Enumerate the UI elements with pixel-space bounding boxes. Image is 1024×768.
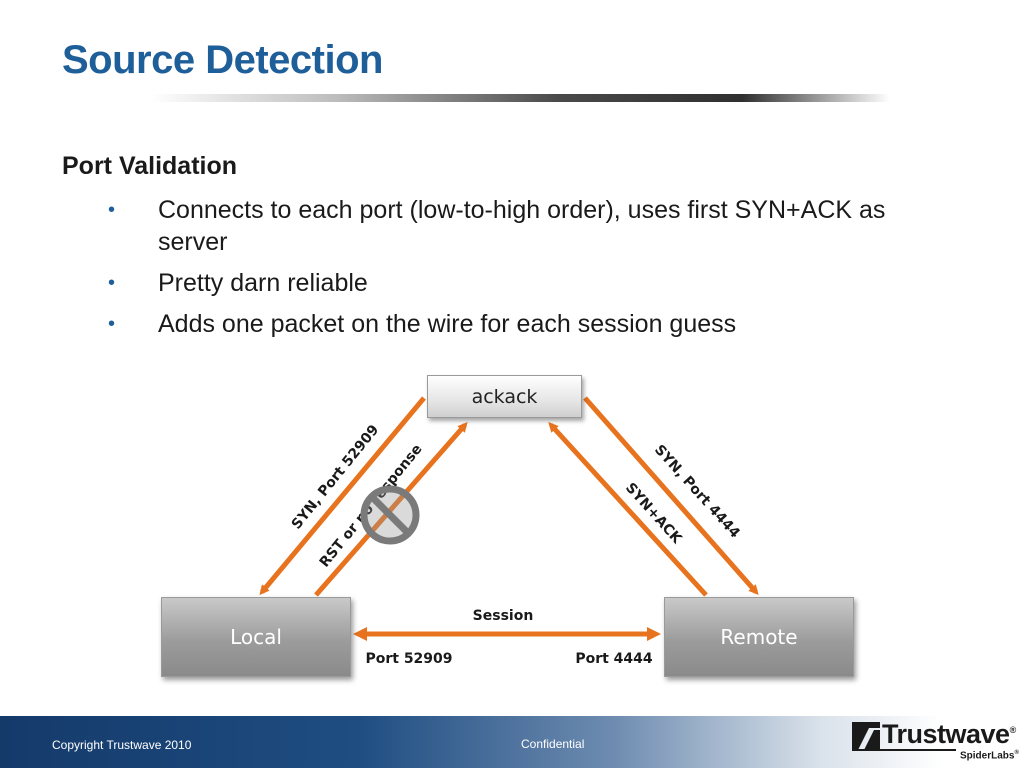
bullet-item: • Adds one packet on the wire for each se… (108, 308, 958, 340)
label-session: Session (473, 608, 534, 624)
node-local: Local (161, 597, 351, 677)
no-entry-icon (360, 485, 420, 545)
trustwave-logo: Trustwave® SpiderLabs® (852, 719, 1022, 765)
footer-confidential: Confidential (521, 737, 585, 751)
bullet-item: • Connects to each port (low-to-high orde… (108, 194, 958, 258)
node-remote: Remote (664, 597, 854, 677)
logo-wordmark: Trustwave® (882, 719, 1016, 750)
node-ackack: ackack (427, 375, 582, 418)
arrow-remote-to-ackack (548, 422, 708, 597)
arrow-ackack-to-remote (583, 396, 759, 596)
logo-name: Trustwave (882, 719, 1010, 749)
bullet-icon: • (108, 272, 116, 294)
logo-subtitle: SpiderLabs® (960, 750, 1019, 761)
logo-sub-name: SpiderLabs (960, 750, 1015, 762)
footer-copyright: Copyright Trustwave 2010 (52, 738, 192, 752)
bullet-icon: • (108, 313, 116, 335)
label-remote-port: Port 4444 (575, 651, 653, 667)
arrow-ackack-to-local (314, 421, 468, 597)
bullet-text: Connects to each port (low-to-high order… (158, 196, 886, 256)
bullet-list: • Connects to each port (low-to-high orde… (108, 194, 958, 349)
slide-title: Source Detection (62, 38, 383, 82)
logo-sub-registered: ® (1014, 750, 1019, 756)
bullet-text: Adds one packet on the wire for each ses… (158, 310, 737, 338)
logo-rule (852, 749, 956, 751)
title-underline (150, 94, 890, 102)
section-heading: Port Validation (62, 152, 238, 180)
bullet-item: • Pretty darn reliable (108, 267, 958, 299)
arrow-local-to-ackack (259, 396, 426, 596)
bullet-text: Pretty darn reliable (158, 269, 368, 297)
trustwave-mark-icon (852, 722, 880, 750)
logo-registered: ® (1009, 725, 1017, 735)
label-local-port: Port 52909 (365, 651, 452, 667)
bullet-icon: • (108, 199, 116, 221)
